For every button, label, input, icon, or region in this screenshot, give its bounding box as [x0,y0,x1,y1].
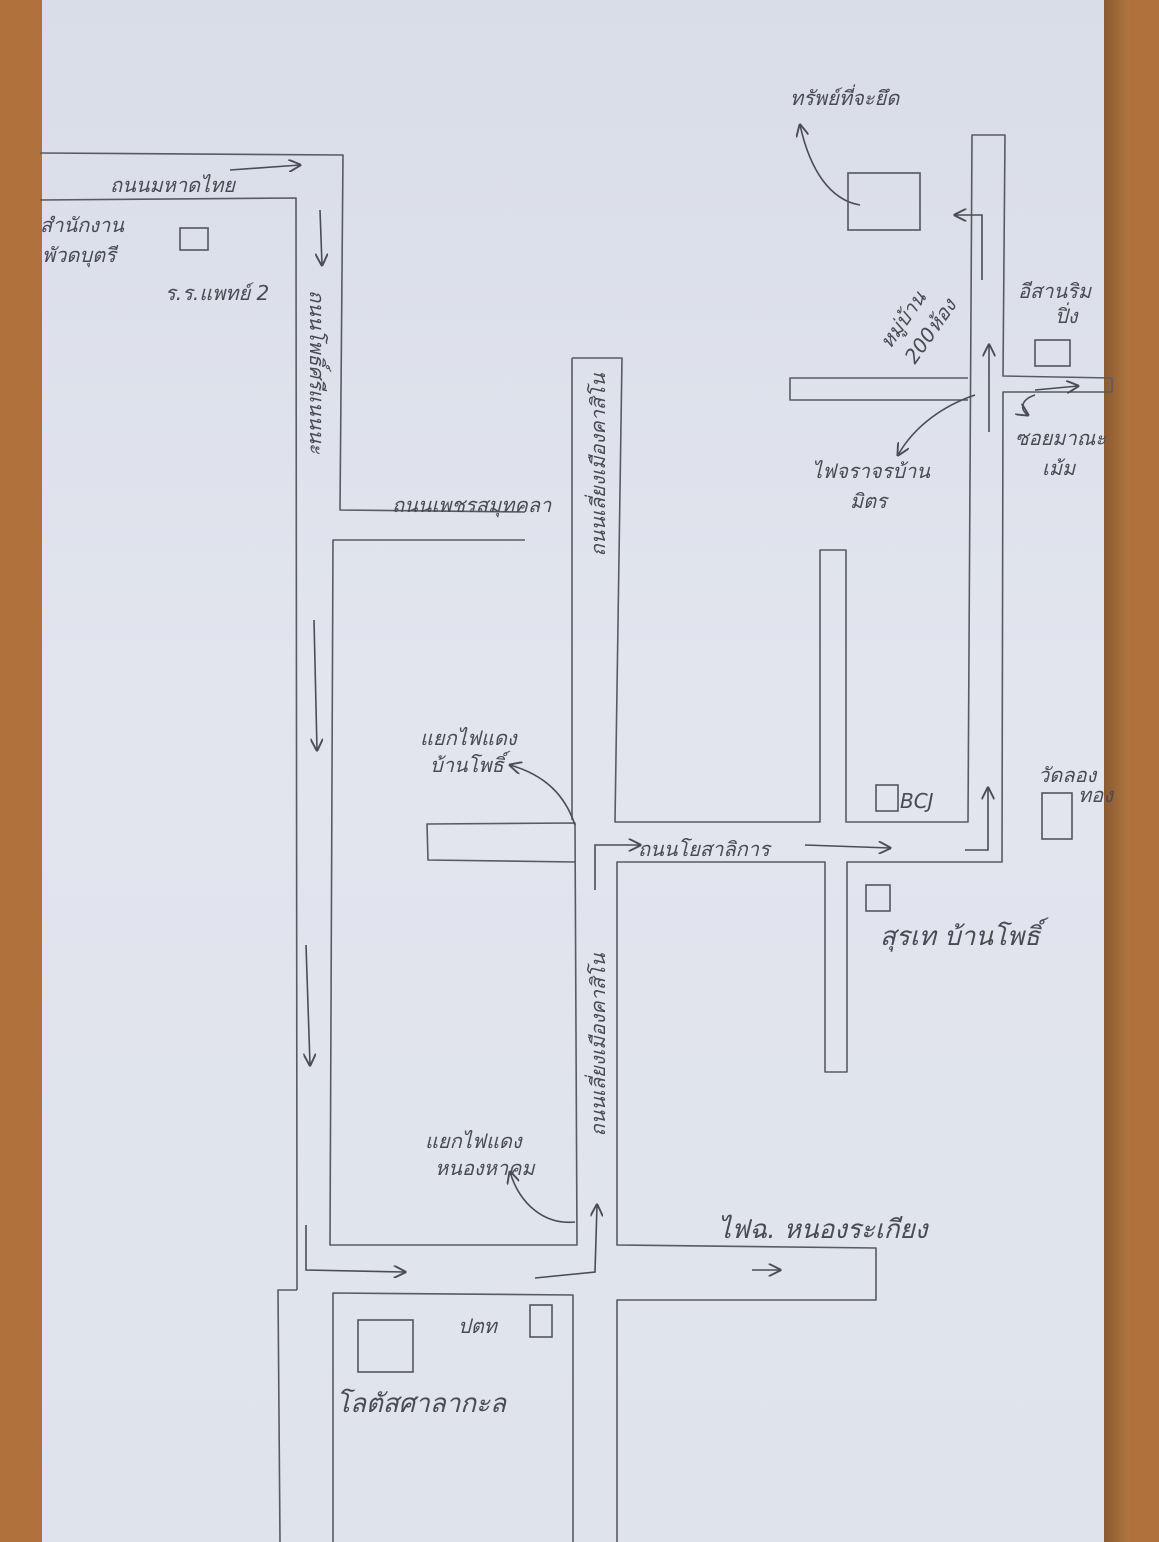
label-road-center-upper: ถนนเลี่ยงเมืองคาสิโน [584,372,610,556]
arrow-5 [305,1225,405,1272]
pts-building [529,1304,553,1338]
arrow-12 [1034,386,1078,390]
wat-building [1041,792,1073,840]
arrow-4 [306,944,310,1065]
arrow-11 [955,215,983,280]
arrow-2 [320,209,322,265]
arrow-9 [965,788,988,851]
label-isan-2: ปิ่ง [1055,302,1079,328]
label-school: ร.ร.แพทย์ 2 [165,281,269,305]
table-edge [1104,0,1130,1542]
pointer-traffic-light [898,394,976,455]
label-lotus: โลตัสศาลากะล [336,1388,507,1419]
office-building [179,227,209,251]
surat-building [865,884,891,912]
label-pts: ปตท [458,1314,499,1338]
isan-shop [1034,339,1071,367]
arrow-6 [534,1205,597,1279]
label-alley-2: เม้ม [1042,456,1077,480]
road-bottom-center [332,1292,574,1542]
arrow-1 [229,165,300,170]
label-road-salikan: ถนนโยสาลิการ [638,837,772,861]
label-wat-1: วัดลอง [1038,763,1097,787]
road-mahatthai-outer [39,152,526,513]
pointer-junction-upper [510,765,576,826]
label-traffic-light-2: มิตร [850,489,889,513]
road-center-upper-right [572,134,1113,1542]
road-mahatthai-inner [39,197,298,1291]
label-alley-1: ซอยมาณะ [1015,426,1107,450]
road-left-inner [329,539,578,1246]
label-junction-upper-2: บ้านโพธิ์ [430,750,511,777]
label-office-line2: พัวดบุตรี [42,243,119,268]
label-road-phetsomphutkala: ถนนเพชรสมุทคลา [392,493,552,518]
target-property [847,172,921,231]
label-isan-1: อีสานริม [1018,279,1093,303]
label-traffic-light-1: ไฟจราจรบ้าน [812,459,931,483]
paper-sheet [42,0,1104,1542]
arrow-7 [594,845,640,890]
label-surat: สุรเท บ้านโพธิ์ [880,917,1049,952]
lotus-building [357,1319,414,1373]
label-road-center-lower: ถนนเลี่ยงเมืองคาสิโน [584,952,610,1136]
pointer-target [800,125,861,206]
bank-building [875,784,899,812]
label-road-left-vertical: ถนนโพธิ์ศรีแนนนะ [305,290,332,455]
road-upper-right-cross [789,377,968,401]
arrow-3 [314,619,317,750]
arrow-8 [804,845,890,848]
road-bottom-left [277,1289,297,1542]
label-junction-lower-2: หนองหาคม [435,1156,536,1180]
label-road-mahatthai: ถนนมหาดไทย [110,173,236,197]
label-junction-lower-1: แยกไฟแดง [425,1129,523,1153]
label-police: ไฟฉ. หนองระเกียง [718,1214,930,1245]
pointer-alley [1023,394,1036,415]
label-bank: BCJ [900,789,934,813]
label-office: สำนักงาน [40,213,125,237]
label-target: ทรัพย์ที่จะยึด [790,84,900,110]
pointer-junction-lower [510,1172,576,1224]
label-wat-2: ทอง [1078,783,1114,807]
label-junction-upper-1: แยกไฟแดง [420,726,518,750]
